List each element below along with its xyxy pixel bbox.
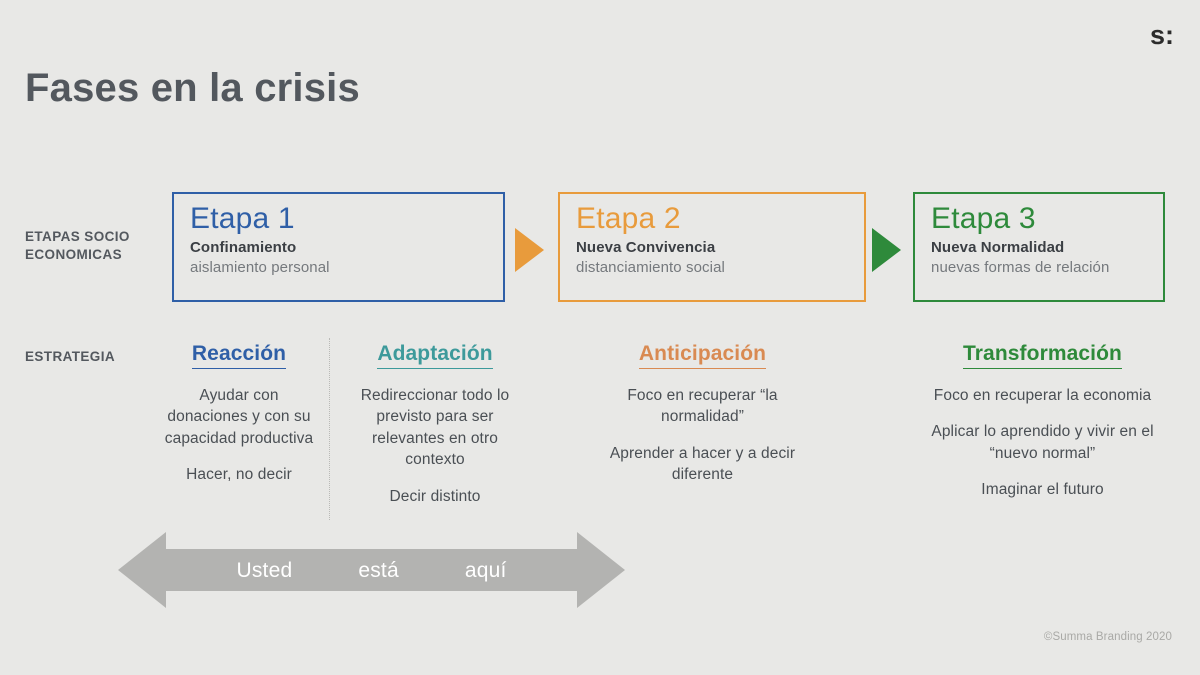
strategy-text: Foco en recuperar la economia xyxy=(933,387,1152,405)
strategy-title-anticipacion: Anticipación xyxy=(638,342,767,370)
strategy-text: Aprender a hacer y a decir diferente xyxy=(609,444,796,484)
stage-box-2: Etapa 2 Nueva Convivencia distanciamient… xyxy=(558,192,866,302)
strategy-column-reaccion: Reacción Ayudar con donaciones y con su … xyxy=(160,342,318,486)
stage-1-name: Confinamiento xyxy=(190,238,297,256)
arrow-right-icon-stage2-stage3 xyxy=(872,228,901,272)
strategy-text: Foco en recuperar “la normalidad” xyxy=(627,387,778,426)
stage-3-subtitle: nuevas formas de relación xyxy=(931,258,1110,276)
stage-box-1: Etapa 1 Confinamiento aislamiento person… xyxy=(172,192,505,302)
stage-2-heading: Etapa 2 xyxy=(576,202,681,235)
strategy-text: Aplicar lo aprendido y vivir en el “nuev… xyxy=(931,423,1154,462)
column-divider xyxy=(329,338,330,520)
strategy-text: Redireccionar todo lo previsto para ser … xyxy=(360,387,510,469)
stage-box-3: Etapa 3 Nueva Normalidad nuevas formas d… xyxy=(913,192,1165,302)
row-label-stages: ETAPAS SOCIO ECONOMICAS xyxy=(25,229,130,263)
row-label-strategy: ESTRATEGIA xyxy=(25,349,116,364)
strategy-text: Decir distinto xyxy=(389,487,481,505)
strategy-text: Hacer, no decir xyxy=(186,466,292,484)
strategy-text: Ayudar con donaciones y con su capacidad… xyxy=(164,387,314,447)
stage-2-name: Nueva Convivencia xyxy=(576,238,716,256)
strategy-column-transformacion: Transformación Foco en recuperar la econ… xyxy=(925,342,1160,501)
summa-logo: s: xyxy=(1149,20,1174,50)
stage-1-subtitle: aislamiento personal xyxy=(190,258,330,276)
strategy-text: Imaginar el futuro xyxy=(981,481,1104,499)
strategy-title-reaccion: Reacción xyxy=(191,342,287,370)
copyright-text: ©Summa Branding 2020 xyxy=(1043,631,1172,643)
strategy-column-adaptacion: Adaptación Redireccionar todo lo previst… xyxy=(345,342,525,507)
page-title: Fases en la crisis xyxy=(25,66,360,110)
strategy-column-anticipacion: Anticipación Foco en recuperar “la norma… xyxy=(590,342,815,486)
strategy-title-adaptacion: Adaptación xyxy=(377,342,493,370)
you-are-here-indicator: Usted está aquí xyxy=(118,532,625,608)
stage-3-heading: Etapa 3 xyxy=(931,202,1036,235)
stage-3-name: Nueva Normalidad xyxy=(931,238,1065,256)
stage-2-subtitle: distanciamiento social xyxy=(576,258,725,276)
strategy-title-transformacion: Transformación xyxy=(963,342,1122,370)
arrow-right-icon-stage1-stage2 xyxy=(515,228,544,272)
double-arrow-icon xyxy=(118,532,625,608)
stage-1-heading: Etapa 1 xyxy=(190,202,295,235)
